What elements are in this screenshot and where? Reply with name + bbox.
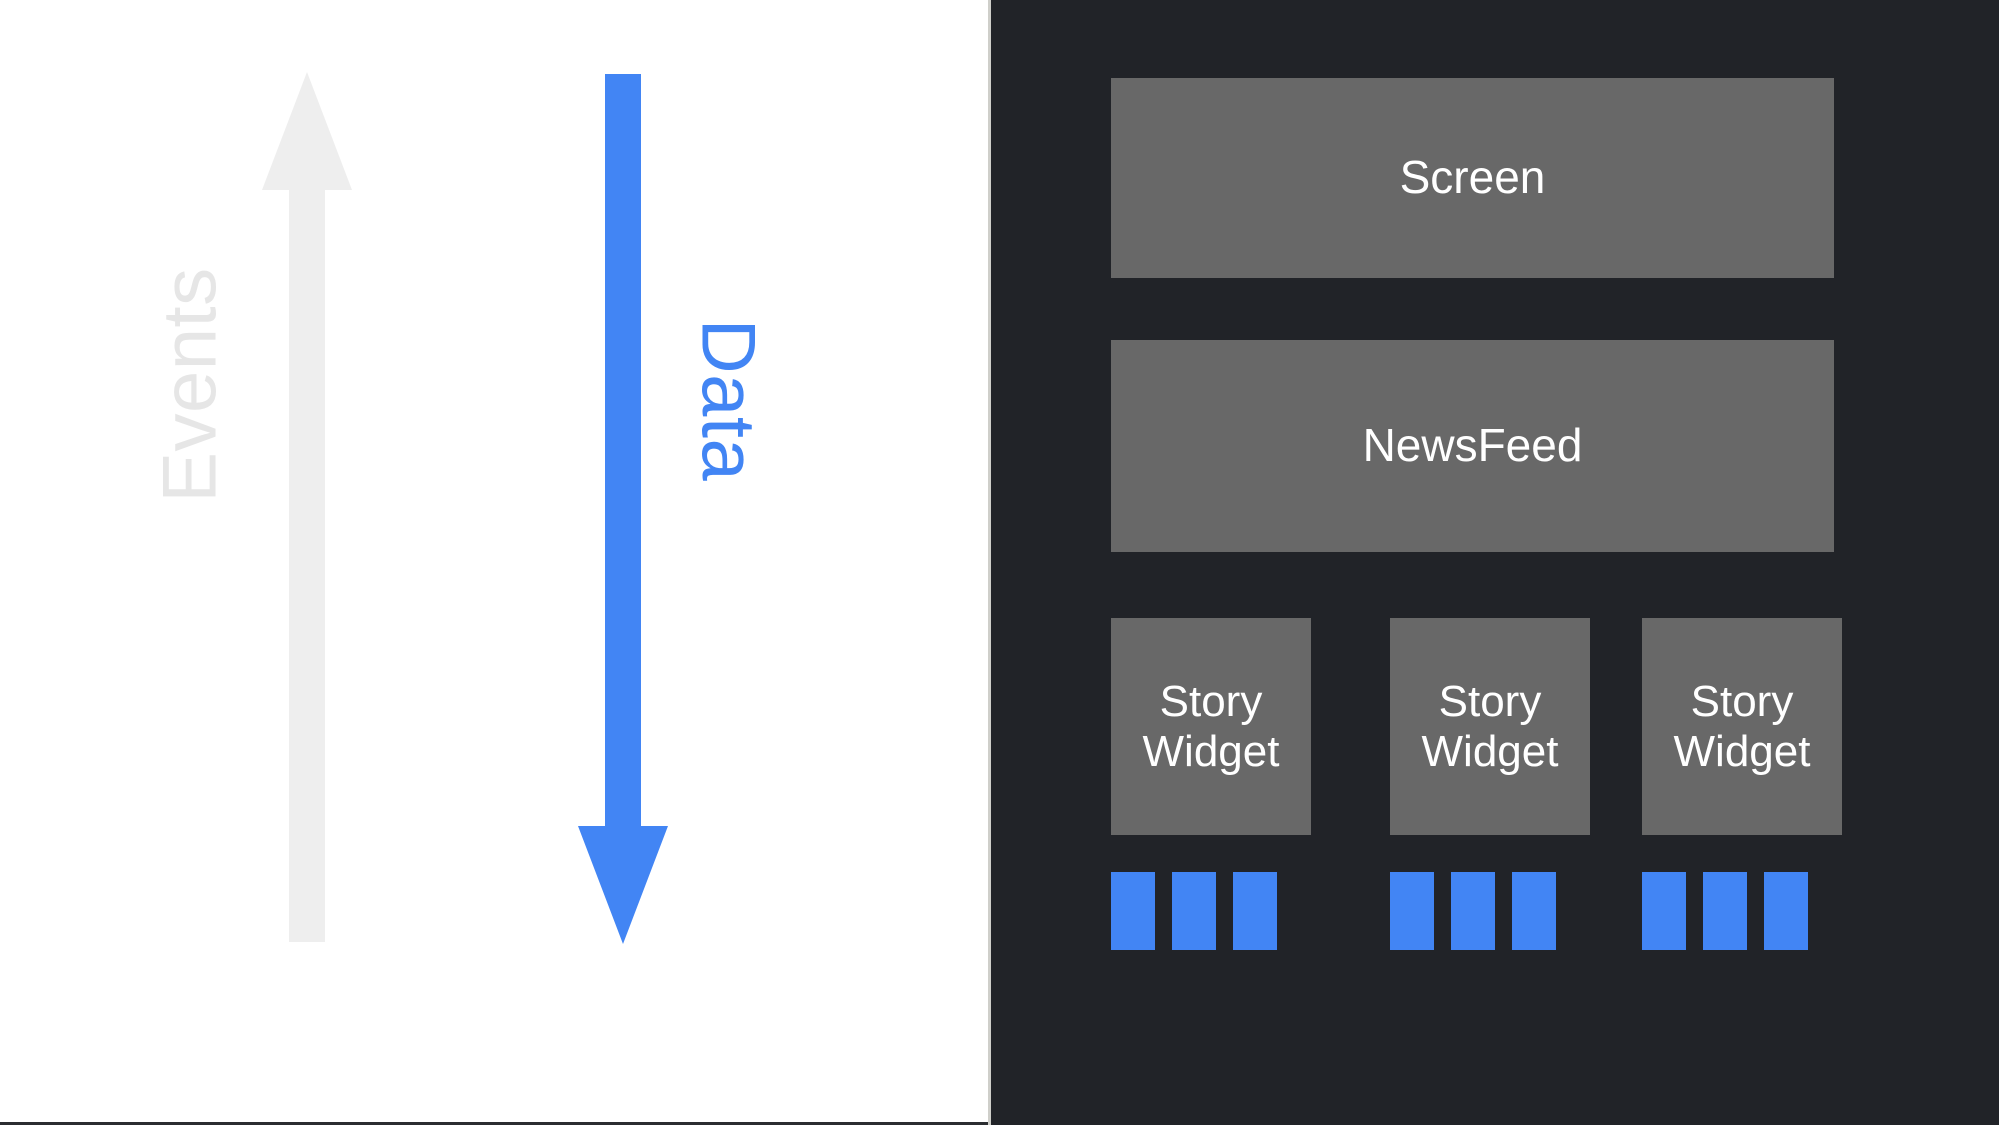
leaf-chip[interactable] bbox=[1111, 872, 1155, 950]
leaf-chip[interactable] bbox=[1764, 872, 1808, 950]
arrow-down-icon bbox=[578, 74, 668, 944]
flow-legend-panel: Events Data bbox=[0, 0, 988, 1125]
node-newsfeed[interactable]: NewsFeed bbox=[1111, 340, 1834, 552]
leaf-chip-group bbox=[1111, 872, 1277, 950]
leaf-chip[interactable] bbox=[1642, 872, 1686, 950]
story-widget-line2: Widget bbox=[1673, 726, 1811, 776]
leaf-chip[interactable] bbox=[1390, 872, 1434, 950]
story-widget-row: Story Widget Story Widget Story Widget bbox=[1111, 618, 1842, 835]
node-story-widget[interactable]: Story Widget bbox=[1642, 618, 1842, 835]
story-widget-line2: Widget bbox=[1421, 726, 1559, 776]
node-screen[interactable]: Screen bbox=[1111, 78, 1834, 278]
arrow-up-icon bbox=[262, 72, 352, 942]
node-story-widget[interactable]: Story Widget bbox=[1390, 618, 1590, 835]
data-flow-label: Data bbox=[685, 318, 771, 482]
story-widget-line1: Story bbox=[1159, 677, 1263, 727]
leaf-chip[interactable] bbox=[1703, 872, 1747, 950]
leaf-chip[interactable] bbox=[1233, 872, 1277, 950]
node-story-widget[interactable]: Story Widget bbox=[1111, 618, 1311, 835]
leaf-chip[interactable] bbox=[1451, 872, 1495, 950]
leaf-chip-row bbox=[1111, 872, 1834, 950]
leaf-chip-group bbox=[1642, 872, 1808, 950]
leaf-chip[interactable] bbox=[1172, 872, 1216, 950]
component-tree-panel: Screen NewsFeed Story Widget Story Widge… bbox=[988, 0, 1999, 1125]
leaf-chip-group bbox=[1390, 872, 1556, 950]
story-widget-line1: Story bbox=[1690, 677, 1794, 727]
events-flow-label: Events bbox=[147, 267, 233, 503]
story-widget-line2: Widget bbox=[1142, 726, 1280, 776]
bottom-divider bbox=[0, 1122, 988, 1125]
leaf-chip[interactable] bbox=[1512, 872, 1556, 950]
story-widget-line1: Story bbox=[1438, 677, 1542, 727]
